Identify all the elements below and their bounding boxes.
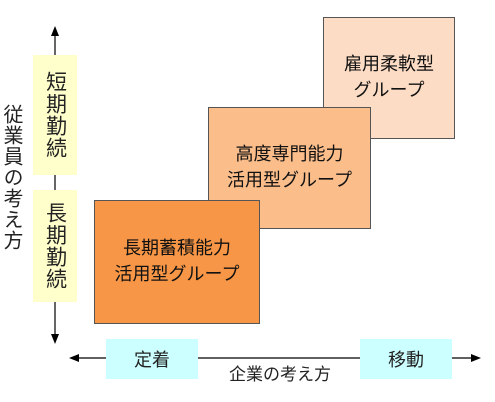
y-axis-bottom-label: 長期勤続 — [43, 202, 68, 290]
group-3-line1: 雇用柔軟型 — [344, 54, 434, 75]
y-axis-top-label: 短期勤続 — [43, 71, 68, 159]
y-axis-bottom-box: 長期勤続 — [33, 190, 77, 302]
x-axis-title: 企業の考え方 — [229, 365, 331, 385]
group-2-line2: 活用型グループ — [227, 170, 352, 191]
x-axis-right-box: 移動 — [360, 339, 452, 379]
x-axis-right-label: 移動 — [388, 350, 424, 371]
y-axis-arrow-down — [51, 334, 59, 344]
group-3-line2: グループ — [353, 80, 425, 101]
group-2-line1: 高度専門能力 — [235, 144, 344, 165]
y-axis-arrow-up — [51, 26, 59, 36]
y-axis-title-text: 従業員の考え方 — [0, 103, 24, 251]
x-axis-left-box: 定着 — [106, 339, 198, 379]
group-box-flexible-employment: 雇用柔軟型 グループ — [323, 17, 455, 139]
x-axis-arrow-left — [69, 354, 79, 362]
x-axis-left-label: 定着 — [134, 350, 170, 371]
y-axis-title: 従業員の考え方 — [0, 92, 24, 262]
x-axis-arrow-right — [471, 354, 481, 362]
group-1-line1: 長期蓄積能力 — [123, 238, 231, 259]
y-axis-top-box: 短期勤続 — [33, 55, 77, 175]
group-1-line2: 活用型グループ — [114, 264, 240, 285]
group-box-long-term-skills: 長期蓄積能力 活用型グループ — [94, 200, 260, 324]
